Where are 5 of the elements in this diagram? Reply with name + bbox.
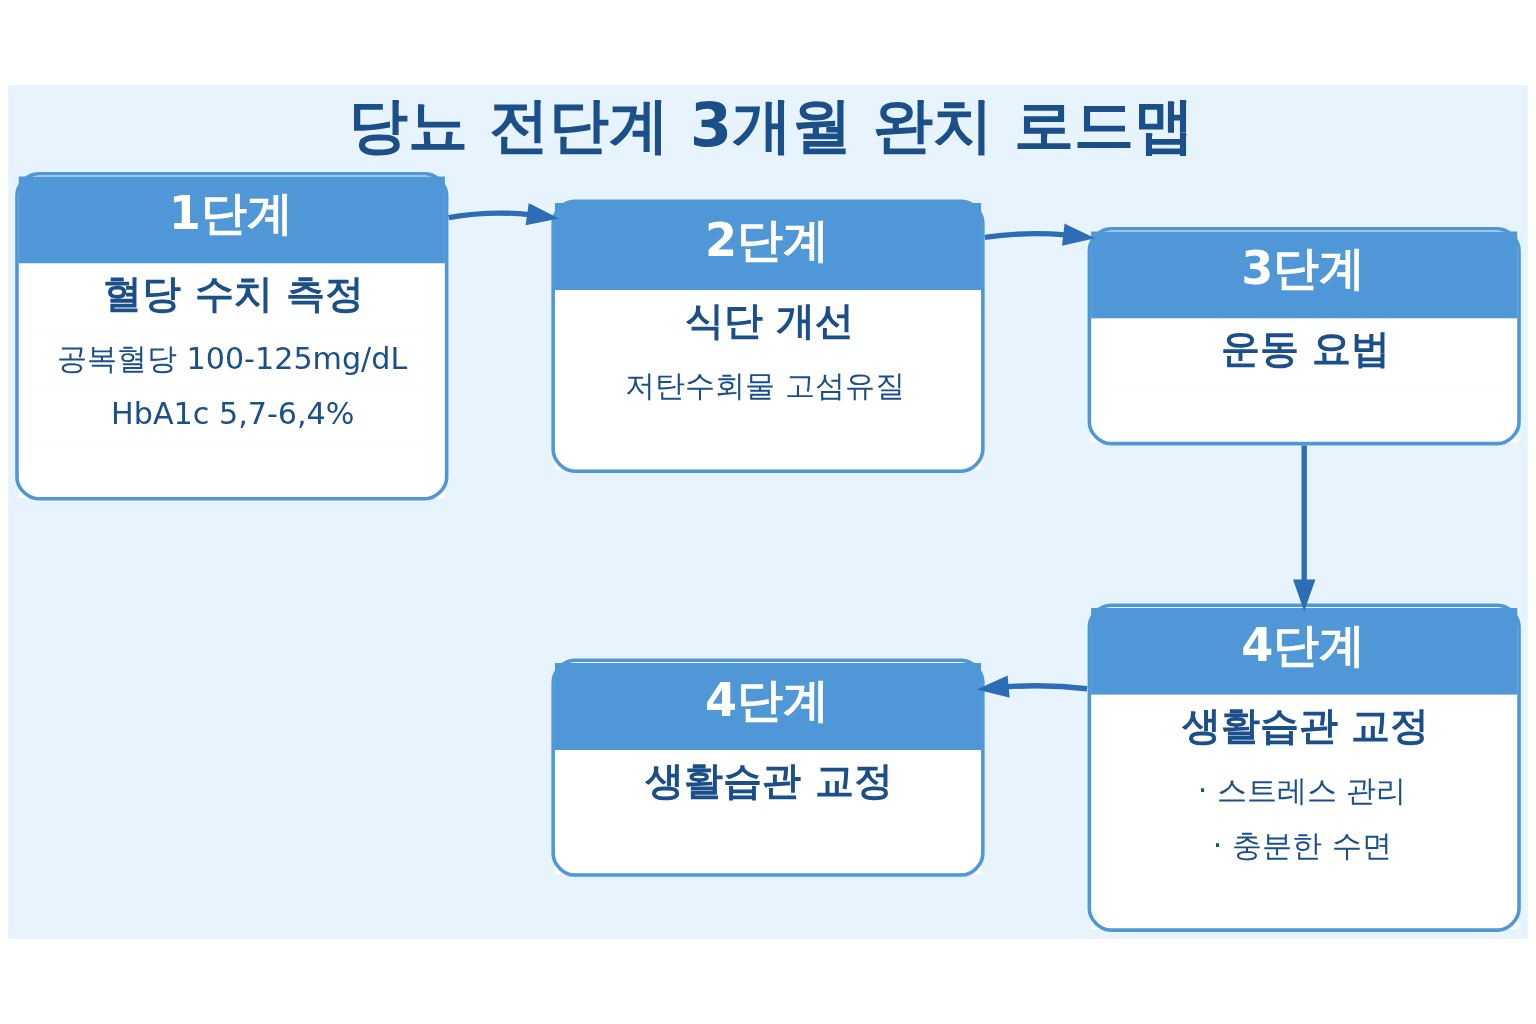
arrow — [448, 203, 559, 226]
arrow — [984, 223, 1096, 246]
diagram-title: 당뇨 전단계 3개월 완치 로드맵 — [348, 89, 1195, 160]
arrow — [1292, 445, 1316, 612]
arrow — [976, 675, 1088, 698]
